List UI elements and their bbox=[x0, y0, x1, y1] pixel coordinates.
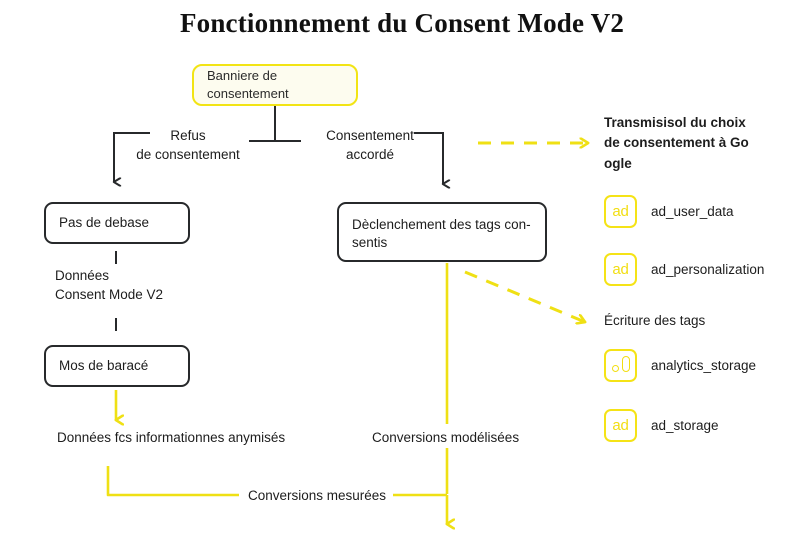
ad-icon-text: ad bbox=[612, 417, 629, 434]
banner-split-connector bbox=[249, 106, 301, 142]
tag-label-ad-storage: ad_storage bbox=[651, 418, 719, 433]
heading-transmission-line1: Transmisisol du choix bbox=[604, 115, 746, 130]
node-no-database-label: Pas de debase bbox=[59, 214, 150, 230]
heading-transmission-to-google: Transmisisol du choix de consentement à … bbox=[604, 113, 800, 174]
ad-icon: ad bbox=[604, 253, 637, 286]
heading-write-tags: Écriture des tags bbox=[604, 313, 706, 328]
measured-conversions-left-line bbox=[106, 466, 239, 497]
tag-item-ad-personalization[interactable]: ad ad_personalization bbox=[604, 253, 764, 286]
edge-label-consent-line2: accordé bbox=[345, 147, 395, 163]
label-modeled-conversions: Conversions modélisées bbox=[365, 428, 527, 448]
node-modeled-data[interactable]: Mos de baracé bbox=[44, 345, 190, 387]
analytics-icon-bar bbox=[621, 356, 630, 372]
tag-item-ad-user-data[interactable]: ad ad_user_data bbox=[604, 195, 734, 228]
edge-label-refusal-line2: de consentement bbox=[136, 147, 240, 163]
ad-icon: ad bbox=[604, 409, 637, 442]
label-measured-conversions: Conversions mesurées bbox=[241, 486, 394, 506]
node-tags-triggered-line2: sentis bbox=[352, 235, 388, 251]
label-anonymized-data: Données fcs informationnes anymisés bbox=[57, 430, 286, 445]
ad-icon-text: ad bbox=[612, 203, 629, 220]
node-tags-triggered[interactable]: Dèclenchement des tags con- sentis bbox=[337, 202, 547, 262]
tag-label-ad-user-data: ad_user_data bbox=[651, 204, 734, 219]
node-consent-banner[interactable]: Banniere de consentement bbox=[192, 64, 358, 106]
edge-label-consent-line1: Consentement bbox=[326, 128, 414, 143]
edge-label-consent-mode-data-rest: Consent Mode V2 bbox=[55, 287, 164, 303]
node-tags-triggered-line1: Dèclenchement des tags con- bbox=[352, 217, 531, 232]
ad-icon-text: ad bbox=[612, 261, 629, 278]
analytics-icon-dot bbox=[611, 365, 619, 372]
node-no-database[interactable]: Pas de debase bbox=[44, 202, 190, 244]
node-consent-banner-label: Banniere de consentement bbox=[207, 68, 289, 101]
edge-label-consent: Consentement accordé bbox=[318, 126, 422, 164]
heading-transmission-line3: ogle bbox=[604, 155, 632, 171]
edge-label-consent-mode-data-bold: Données bbox=[55, 268, 110, 283]
page-title: Fonctionnement du Consent Mode V2 bbox=[179, 8, 625, 38]
tag-item-analytics-storage[interactable]: analytics_storage bbox=[604, 349, 756, 382]
edge-label-refusal-line1: Refus bbox=[170, 128, 206, 143]
heading-transmission-line2: de consentement à Go bbox=[604, 135, 749, 151]
edge-label-consent-mode-data: Données Consent Mode V2 bbox=[55, 266, 195, 304]
write-tags-dashed-arrow bbox=[464, 270, 585, 322]
analytics-icon bbox=[604, 349, 637, 382]
ad-icon: ad bbox=[604, 195, 637, 228]
tag-label-ad-personalization: ad_personalization bbox=[651, 262, 765, 277]
tag-label-analytics-storage: analytics_storage bbox=[651, 358, 757, 373]
edge-label-refusal: Refus de consentement bbox=[133, 126, 243, 164]
node-modeled-data-label: Mos de baracé bbox=[59, 357, 149, 373]
tag-item-ad-storage[interactable]: ad ad_storage bbox=[604, 409, 719, 442]
